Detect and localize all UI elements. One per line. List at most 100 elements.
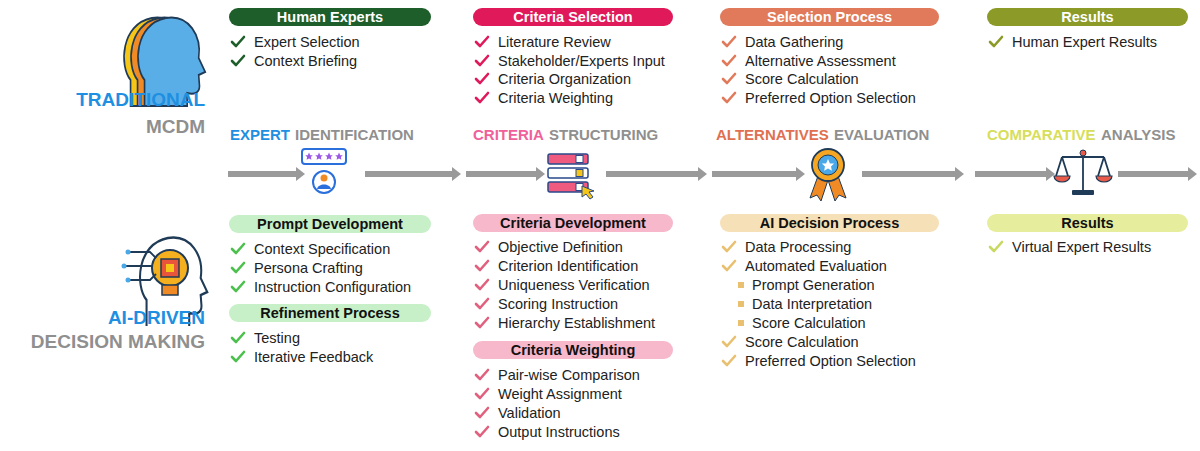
- check-mark: [230, 331, 246, 345]
- check-stroke: [476, 370, 488, 379]
- scale-pan: [1054, 176, 1070, 182]
- axis-segment: [1118, 171, 1188, 177]
- star: [305, 153, 313, 160]
- axis-arrowhead: [1188, 167, 1197, 181]
- check-mark: [474, 297, 490, 311]
- check-mark: [474, 240, 490, 254]
- axis-segment: [862, 171, 955, 177]
- person-head: [321, 175, 328, 182]
- check-mark: [230, 261, 246, 275]
- check-stroke: [476, 242, 488, 251]
- list-item: Human Expert Results: [1012, 33, 1157, 51]
- cursor-hand: [582, 186, 594, 199]
- check-mark: [474, 368, 490, 382]
- axis-segment: [228, 171, 296, 177]
- header-pill: AI Decision Process: [720, 214, 939, 232]
- list-item: Objective Definition: [498, 238, 623, 256]
- check-mark: [474, 387, 490, 401]
- check-mark: [474, 406, 490, 420]
- stage-title: EVALUATION: [834, 126, 929, 144]
- list-item: Alternative Assessment: [745, 52, 896, 70]
- check-mark: [474, 259, 490, 273]
- axis-arrowhead: [1046, 167, 1055, 181]
- check-stroke: [476, 37, 488, 46]
- medal-disc: [812, 149, 844, 181]
- list-item: Testing: [254, 329, 300, 347]
- circuit-lines: [126, 252, 156, 280]
- section-title: AI-DRIVEN: [108, 307, 205, 329]
- star: [315, 153, 323, 160]
- stage-title: ALTERNATIVES: [716, 126, 829, 144]
- list-item: Instruction Configuration: [254, 278, 411, 296]
- pill-heading: AI Decision Process: [760, 214, 899, 232]
- axis-arrowhead: [698, 167, 707, 181]
- check-stroke: [723, 93, 735, 102]
- check-stroke: [476, 93, 488, 102]
- axis-arrowhead: [296, 167, 305, 181]
- header-pill: Selection Process: [720, 8, 939, 26]
- section-title: MCDM: [146, 116, 205, 138]
- axis-arrowhead: [536, 167, 545, 181]
- check-stroke: [232, 244, 244, 253]
- scale-base: [1072, 190, 1094, 195]
- check-mark: [474, 316, 490, 330]
- header-pill: Results: [987, 214, 1188, 232]
- list-item: Uniqueness Verification: [498, 276, 650, 294]
- check-stroke: [476, 261, 488, 270]
- medal-star: [822, 159, 834, 171]
- axis-segment: [365, 171, 452, 177]
- pill-heading: Results: [1061, 214, 1113, 232]
- check-mark: [721, 259, 737, 273]
- list-item: Virtual Expert Results: [1012, 238, 1151, 256]
- list-item: Preferred Option Selection: [745, 352, 916, 370]
- header-pill: Human Experts: [229, 8, 431, 26]
- list-item: Persona Crafting: [254, 259, 363, 277]
- stage-title: STRUCTURING: [549, 126, 658, 144]
- check-stroke: [723, 242, 735, 251]
- check-mark: [474, 91, 490, 105]
- check-stroke: [476, 389, 488, 398]
- pill-heading: Criteria Selection: [513, 8, 632, 26]
- header-pill: Prompt Development: [229, 215, 431, 233]
- check-mark: [474, 425, 490, 439]
- check-mark: [721, 335, 737, 349]
- check-stroke: [723, 56, 735, 65]
- check-mark: [474, 35, 490, 49]
- star: [335, 153, 343, 160]
- stage-title: ANALYSIS: [1101, 126, 1175, 144]
- check-box: [576, 170, 583, 177]
- check-stroke: [723, 337, 735, 346]
- bulb-base: [162, 285, 178, 295]
- check-mark: [721, 54, 737, 68]
- pill-heading: Criteria Weighting: [511, 341, 636, 359]
- person-badge: [313, 171, 335, 193]
- check-mark: [474, 72, 490, 86]
- list-item: Scoring Instruction: [498, 295, 618, 313]
- criteria-bar: [548, 168, 588, 178]
- pill-heading: Selection Process: [767, 8, 892, 26]
- list-item: Score Calculation: [745, 70, 859, 88]
- list-item: Expert Selection: [254, 33, 360, 51]
- check-mark: [721, 91, 737, 105]
- list-item: Data Processing: [745, 238, 851, 256]
- check-stroke: [232, 333, 244, 342]
- scale-pivot: [1080, 150, 1086, 156]
- chip-core: [166, 264, 174, 272]
- check-stroke: [232, 282, 244, 291]
- check-stroke: [476, 318, 488, 327]
- list-item: Hierarchy Establishment: [498, 314, 655, 332]
- axis-segment: [606, 171, 698, 177]
- list-item: Weight Assignment: [498, 385, 622, 403]
- header-pill: Criteria Selection: [473, 8, 673, 26]
- check-mark: [474, 54, 490, 68]
- rating-card: [302, 149, 346, 164]
- list-item: Context Specification: [254, 240, 390, 258]
- list-item: Data Gathering: [745, 33, 843, 51]
- check-stroke: [476, 408, 488, 417]
- check-mark: [988, 35, 1004, 49]
- bulb: [152, 250, 188, 286]
- check-mark: [230, 280, 246, 294]
- sub-item: Prompt Generation: [752, 276, 875, 294]
- check-mark: [230, 350, 246, 364]
